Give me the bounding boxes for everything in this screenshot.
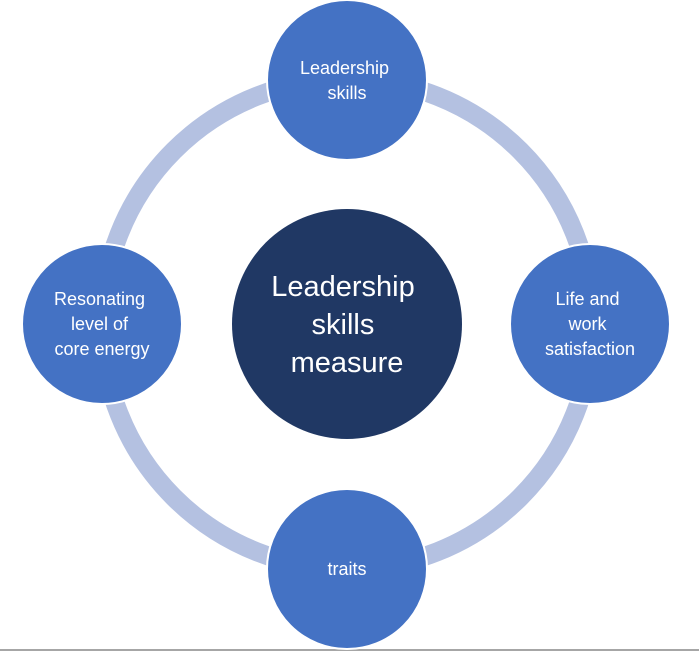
svg-text:Leadership skills: Leadership skills (300, 58, 394, 103)
center-label: Leadership skills measure (271, 271, 423, 379)
svg-text:Resonating level of: Resonating level of core energy (54, 289, 150, 359)
svg-text:Life and work sati: Life and work satisfaction (545, 289, 635, 359)
node-leadership-skills: Leadership skills (266, 0, 428, 161)
svg-text:traits: traits (327, 559, 366, 579)
center-circle (232, 209, 462, 439)
node-life-work-satisfaction: Life and work satisfaction (509, 243, 671, 405)
node-traits: traits (266, 488, 428, 650)
node-resonating-core-energy: Resonating level of core energy (21, 243, 183, 405)
